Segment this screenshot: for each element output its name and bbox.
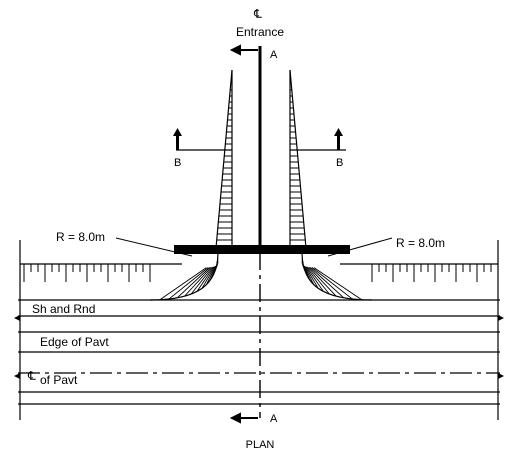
hatch-tick xyxy=(201,266,216,289)
section-b-right-label: B xyxy=(336,157,343,169)
hatch-tick xyxy=(168,267,209,300)
section-a-top-mark xyxy=(229,44,258,56)
hatch-tick xyxy=(303,265,315,285)
section-a-bottom-label: A xyxy=(270,413,278,425)
curve-hatch xyxy=(159,258,362,301)
shoulder-hatch xyxy=(23,264,492,282)
entrance-flares xyxy=(215,69,307,249)
hatch-tick xyxy=(209,265,217,281)
flare-hatch xyxy=(216,89,306,241)
hatch-tick xyxy=(190,266,213,295)
section-b-arrows xyxy=(173,128,343,150)
hatch-tick xyxy=(196,266,215,292)
hatch-tick xyxy=(301,263,304,266)
pavement-cl-label: of Pavt xyxy=(40,373,78,387)
section-a-bottom-mark xyxy=(229,412,258,424)
hatch-tick xyxy=(308,266,337,297)
hatch-tick xyxy=(305,266,324,292)
pavement-cl-symbol: ℄ xyxy=(27,369,36,383)
road-lines xyxy=(18,240,500,420)
section-b-left-label: B xyxy=(174,157,181,169)
shoulder-label: Sh and Rnd xyxy=(32,302,95,316)
radius-left-label: R = 8.0m xyxy=(56,230,105,244)
entrance-label: Entrance xyxy=(236,25,284,39)
entrance-cl-symbol: ℄ xyxy=(253,7,262,21)
hatch-tick xyxy=(214,264,218,271)
hatch-tick xyxy=(311,267,353,300)
plan-label: PLAN xyxy=(246,439,275,451)
hatch-tick xyxy=(205,265,217,285)
section-a-top-label: A xyxy=(270,49,278,61)
radius-right-label: R = 8.0m xyxy=(396,236,445,250)
radius-leaders xyxy=(115,237,393,257)
hatch-tick xyxy=(313,267,362,301)
hatch-tick xyxy=(184,266,212,297)
hatch-tick xyxy=(176,267,211,299)
hatch-tick xyxy=(310,267,345,299)
hatch-tick xyxy=(307,266,330,295)
edge-of-pavement-label: Edge of Pavt xyxy=(40,335,109,349)
hatch-tick xyxy=(304,266,319,289)
entrance-threshold-bar xyxy=(174,245,350,254)
hatch-tick xyxy=(216,263,219,266)
hatch-tick xyxy=(159,267,207,301)
road-end-marks xyxy=(14,315,504,379)
hatch-tick xyxy=(302,264,306,271)
hatch-tick xyxy=(303,265,311,281)
